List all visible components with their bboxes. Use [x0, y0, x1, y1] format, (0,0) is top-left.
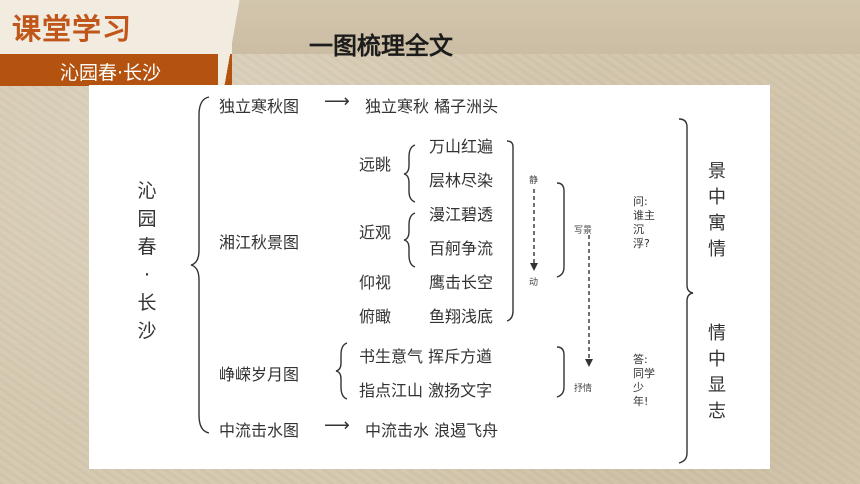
answer-text: 答: 同学 少 年! — [633, 353, 655, 409]
view-item: 鹰击长空 — [429, 273, 494, 292]
summary-char: 志 — [708, 401, 726, 422]
question-line: 沉 — [633, 223, 644, 236]
section-text: 指点江山 激扬文字 — [359, 381, 493, 400]
marker-xiejing: 写景 — [574, 226, 593, 236]
summary-char: 寓 — [708, 213, 726, 234]
section-text: 独立寒秋 橘子洲头 — [365, 97, 499, 116]
summary-char: 情 — [708, 239, 726, 260]
diagram-lines — [190, 96, 694, 464]
question-text: 问: 谁主 沉 浮? — [633, 195, 655, 251]
page-heading: 一图梳理全文 — [309, 32, 453, 60]
root-char: 沙 — [137, 320, 157, 342]
view-label: 俯瞰 — [359, 307, 392, 326]
view-label: 仰视 — [359, 273, 392, 292]
xiejing-bracket — [556, 182, 565, 278]
question-line: 问: — [633, 195, 648, 208]
write-lyric-arrowhead — [585, 359, 593, 367]
answer-line: 年! — [633, 395, 649, 408]
view-label: 近观 — [359, 223, 392, 242]
arrow-icon: ⟶ — [324, 415, 350, 436]
summary-bottom: 情 中 显 志 — [705, 321, 729, 425]
far-brace — [403, 144, 416, 203]
root-char: · — [143, 264, 151, 286]
lesson-name: 沁园春·长沙 — [60, 62, 162, 84]
view-item: 万山红遍 — [429, 137, 494, 156]
near-brace — [403, 212, 416, 268]
shuqing-bracket — [556, 346, 565, 398]
summary-char: 情 — [708, 323, 726, 344]
section-title: 课堂学习 — [12, 12, 133, 46]
root-char: 园 — [137, 208, 157, 230]
view-item: 漫江碧透 — [429, 205, 494, 224]
root-char: 沁 — [137, 180, 157, 202]
header-divider — [218, 0, 246, 86]
section-label: 湘江秋景图 — [219, 233, 300, 252]
view-item: 层林尽染 — [429, 171, 494, 190]
root-char: 春 — [137, 236, 157, 258]
summary-char: 中 — [708, 349, 726, 370]
arrow-icon: ⟶ — [324, 91, 350, 112]
root-char: 长 — [137, 292, 157, 314]
marker-jing: 静 — [529, 176, 539, 186]
summary-char: 中 — [708, 187, 726, 208]
summary-char: 显 — [708, 375, 726, 396]
view-label: 远眺 — [359, 155, 392, 174]
view-item: 鱼翔浅底 — [429, 307, 494, 326]
section-label: 独立寒秋图 — [219, 97, 300, 116]
marker-shuqing: 抒情 — [574, 384, 593, 394]
summary-char: 景 — [708, 161, 726, 182]
jing-dong-arrowhead — [530, 263, 538, 271]
marker-dong: 动 — [529, 278, 539, 288]
answer-line: 答: — [633, 353, 648, 366]
section-label: 中流击水图 — [219, 421, 300, 440]
question-line: 谁主 — [633, 209, 655, 222]
root-title: 沁 园 春 · 长 沙 — [135, 177, 159, 345]
answer-line: 少 — [633, 381, 644, 394]
root-brace — [190, 96, 210, 434]
section-text: 书生意气 挥斥方遒 — [359, 347, 493, 366]
section-label: 峥嵘岁月图 — [219, 365, 300, 384]
view-item: 百舸争流 — [429, 239, 494, 258]
section-title-box: 课堂学习 — [0, 0, 232, 54]
summary-top: 景 中 寓 情 — [705, 159, 729, 263]
diagram-panel: 沁 园 春 · 长 沙 独立寒秋图 ⟶ 独立寒秋 橘子洲头 湘江秋景图 远眺 万… — [89, 85, 770, 469]
years-brace — [335, 342, 348, 400]
summary-bracket — [678, 118, 694, 464]
lesson-bar: 沁园春·长沙 — [0, 54, 232, 86]
section-text: 中流击水 浪遏飞舟 — [365, 421, 499, 440]
question-line: 浮? — [633, 237, 650, 250]
view-items-bracket — [506, 140, 514, 322]
answer-line: 同学 — [633, 367, 655, 380]
